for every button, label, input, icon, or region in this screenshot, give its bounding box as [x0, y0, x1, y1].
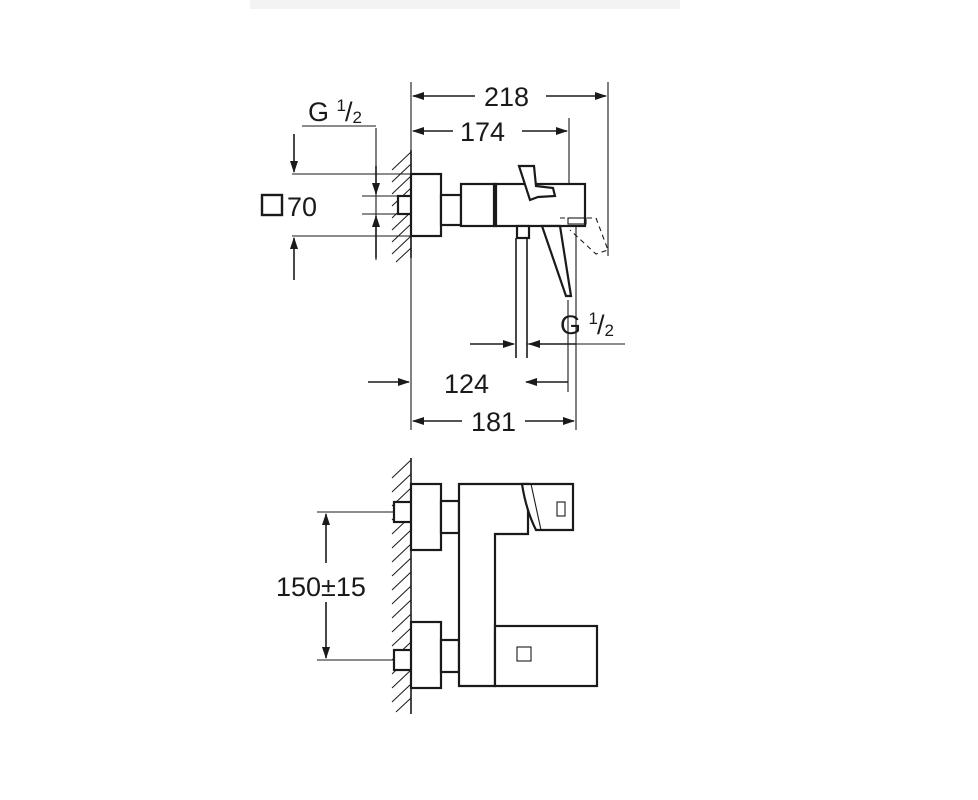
- dim-124-label: 124: [444, 369, 489, 399]
- dimension-181: 181: [412, 407, 575, 437]
- thread-wall-callout: G 1/2: [308, 96, 398, 258]
- thread-outlet-base: G: [560, 310, 589, 340]
- dim-150-15-label: 150±15: [276, 572, 366, 602]
- front-view: 150±15: [276, 458, 599, 714]
- thread-wall-base: G: [308, 97, 337, 127]
- dim-70-label: 70: [287, 192, 317, 222]
- dimension-174: 174: [412, 117, 568, 147]
- thread-wall-num: 1: [337, 96, 346, 115]
- mixer-side-body: [396, 164, 609, 358]
- thread-outlet-callout: G 1/2: [470, 309, 614, 348]
- dim-218-label: 218: [484, 82, 529, 112]
- dimension-150-15: 150±15: [276, 511, 394, 661]
- thread-wall-den: 2: [353, 108, 362, 127]
- dimension-124: 124: [368, 369, 568, 399]
- dim-174-label: 174: [460, 117, 505, 147]
- svg-text:G 1/2: G 1/2: [308, 96, 362, 127]
- dimension-square-70: 70: [260, 134, 317, 280]
- dim-181-label: 181: [471, 407, 516, 437]
- dimension-218: 218: [412, 82, 607, 112]
- square-section-icon: [260, 193, 284, 217]
- svg-text:G 1/2: G 1/2: [560, 309, 614, 340]
- top-edge-strip: [250, 0, 680, 9]
- wall-hatch-front: [391, 458, 412, 714]
- thread-outlet-num: 1: [589, 309, 598, 328]
- side-view: 218 174 70 G 1/2 G 1/2: [260, 82, 625, 437]
- thread-outlet-den: 2: [605, 321, 614, 340]
- mixer-front-body: [392, 482, 599, 690]
